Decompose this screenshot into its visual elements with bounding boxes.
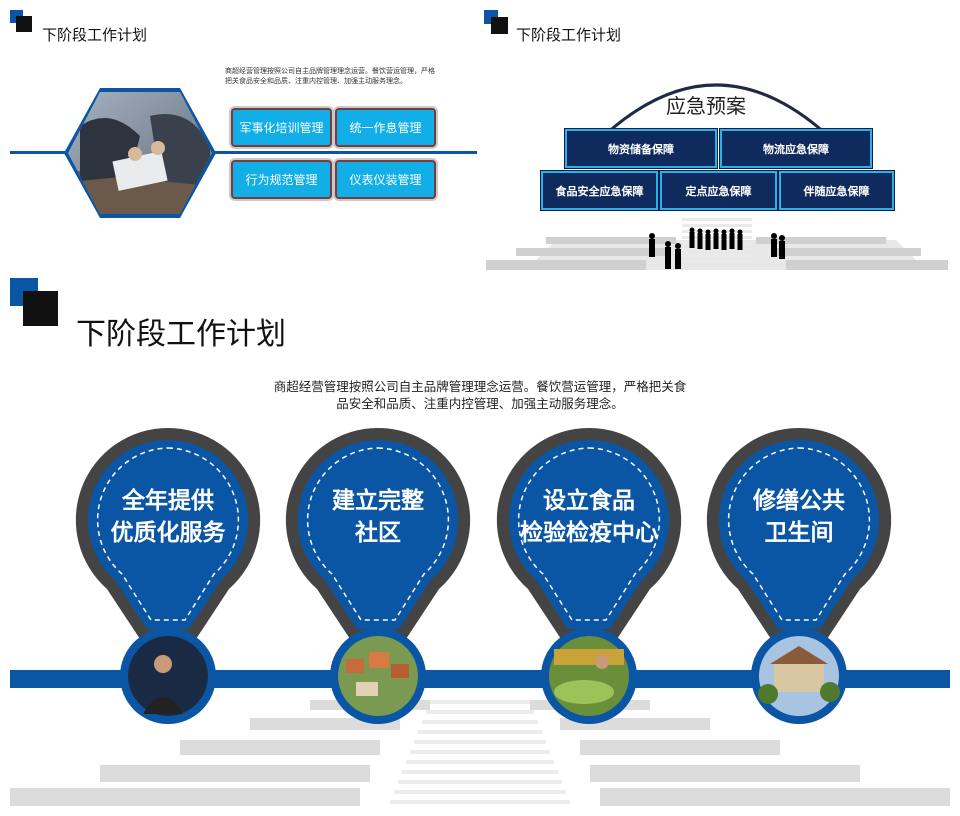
material-reserve-box[interactable]: 物资储备保障 [565,129,717,168]
pin-2-label: 建立完整社区 [332,488,424,546]
location-pin-4 [706,427,892,724]
logistics-emergency-box[interactable]: 物流应急保障 [720,129,872,168]
plan-arc [605,83,827,136]
food-safety-emergency-box[interactable]: 食品安全应急保障 [541,171,658,210]
business-handshake-photo [64,88,216,218]
people-silhouette-icon [649,227,785,269]
panel-3-description-line-1: 商超经营管理按照公司自主品牌管理理念运营。餐饮营运管理，严格把关食 [273,379,687,394]
panel-1-divider [10,151,477,154]
pin-4-label: 修缮公共卫生间 [753,488,845,546]
behavior-standard-button[interactable]: 行为规范管理 [231,160,332,199]
pin-3-label: 设立食品检验检疫中心 [520,488,658,546]
road-background [10,670,950,806]
accompanying-emergency-box[interactable]: 伴随应急保障 [779,171,894,210]
panel-1-description: 商超经营管理按照公司自主品牌管理理念运营。餐饮营运管理，严格把关食品安全和品质、… [225,67,435,85]
arc-title: 应急预案 [666,94,746,118]
location-pin-2 [285,427,471,724]
location-pin-1 [75,427,261,724]
location-pin-3 [496,427,682,724]
unified-schedule-button[interactable]: 统一作息管理 [335,108,436,147]
logo-mark [10,278,58,326]
fixed-point-emergency-box[interactable]: 定点应急保障 [660,171,777,210]
pin-1-label: 全年提供优质化服务 [110,488,226,546]
logo-mark [10,10,32,32]
military-training-button[interactable]: 军事化培训管理 [231,108,332,147]
panel-3-title: 下阶段工作计划 [76,317,286,352]
panel-3-description-line-2: 品安全和品质、注重内控管理、加强主动服务理念。 [336,396,624,411]
logo-mark [484,10,508,34]
appearance-management-button[interactable]: 仪表仪装管理 [335,160,436,199]
panel-2-title: 下阶段工作计划 [516,26,622,44]
panel-1-title: 下阶段工作计划 [42,26,148,44]
